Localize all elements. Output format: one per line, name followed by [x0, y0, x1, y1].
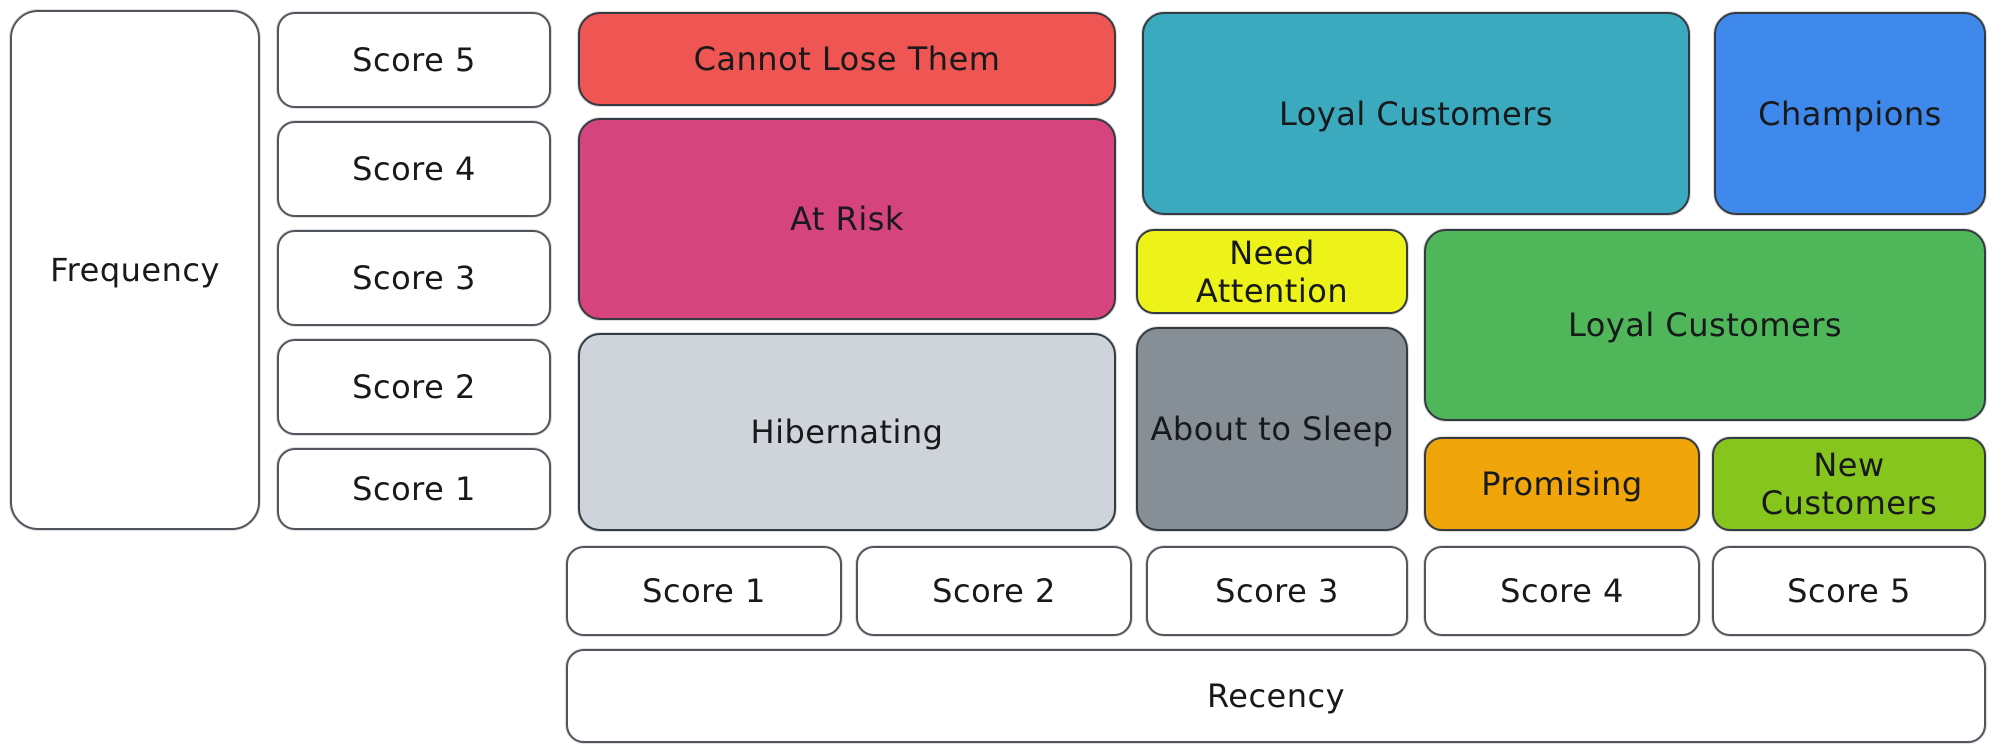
segment-new-customers-label: New Customers [1760, 446, 1938, 522]
recency-score-4-box: Score 4 [1424, 546, 1700, 636]
segment-cannot-lose-them-label: Cannot Lose Them [693, 40, 1001, 78]
frequency-score-3-box: Score 3 [277, 230, 551, 326]
recency-score-3-label: Score 3 [1215, 572, 1339, 610]
segment-loyal-customers-right-label: Loyal Customers [1567, 306, 1843, 344]
segment-promising-label: Promising [1481, 465, 1643, 503]
frequency-score-5-box: Score 5 [277, 12, 551, 108]
segment-hibernating-label: Hibernating [750, 413, 944, 451]
segment-need-attention-label: Need Attention [1195, 233, 1349, 310]
segment-loyal-customers-right: Loyal Customers [1424, 229, 1986, 421]
recency-score-4-label: Score 4 [1500, 572, 1624, 610]
segment-need-attention: Need Attention [1136, 229, 1408, 314]
segment-cannot-lose-them: Cannot Lose Them [578, 12, 1116, 106]
segment-new-customers: New Customers [1712, 437, 1986, 531]
recency-score-3-box: Score 3 [1146, 546, 1408, 636]
recency-score-2-box: Score 2 [856, 546, 1132, 636]
segment-loyal-customers-top-label: Loyal Customers [1278, 94, 1554, 133]
frequency-score-4-box: Score 4 [277, 121, 551, 217]
recency-score-5-box: Score 5 [1712, 546, 1986, 636]
frequency-axis-label: Frequency [50, 251, 220, 289]
frequency-score-3-label: Score 3 [352, 259, 476, 297]
frequency-score-2-label: Score 2 [352, 368, 476, 406]
frequency-score-2-box: Score 2 [277, 339, 551, 435]
recency-axis-box: Recency [566, 649, 1986, 743]
recency-score-2-label: Score 2 [932, 572, 1056, 610]
recency-score-1-label: Score 1 [642, 572, 766, 610]
recency-axis-label: Recency [1206, 677, 1346, 715]
frequency-axis-box: Frequency [10, 10, 260, 530]
frequency-score-1-box: Score 1 [277, 448, 551, 530]
recency-score-5-label: Score 5 [1787, 572, 1911, 610]
segment-hibernating: Hibernating [578, 333, 1116, 531]
segment-at-risk-label: At Risk [790, 200, 904, 238]
frequency-score-1-label: Score 1 [352, 470, 476, 508]
segment-about-to-sleep: About to Sleep [1136, 327, 1408, 531]
segment-champions-label: Champions [1758, 94, 1942, 133]
frequency-score-4-label: Score 4 [352, 150, 476, 188]
segment-about-to-sleep-label: About to Sleep [1150, 410, 1394, 448]
segment-loyal-customers-top: Loyal Customers [1142, 12, 1690, 215]
segment-at-risk: At Risk [578, 118, 1116, 320]
segment-champions: Champions [1714, 12, 1986, 215]
frequency-score-5-label: Score 5 [352, 41, 476, 79]
segment-promising: Promising [1424, 437, 1700, 531]
recency-score-1-box: Score 1 [566, 546, 842, 636]
